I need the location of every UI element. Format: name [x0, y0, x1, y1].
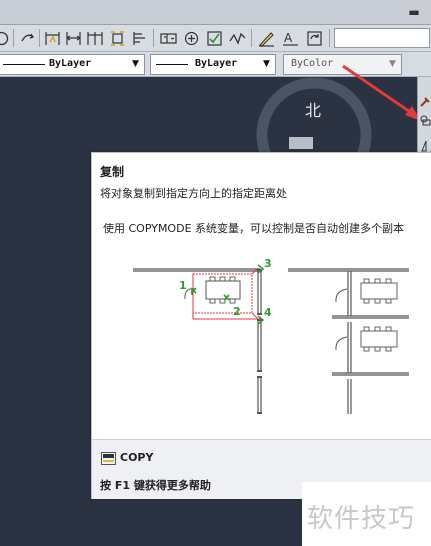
center-mark-icon[interactable] — [181, 28, 202, 49]
viewcube-north-label: 北 — [305, 101, 322, 120]
dimension-toolbar: A — [0, 25, 431, 52]
redo-arrow-icon[interactable] — [17, 28, 38, 49]
step-label-1: 1 — [179, 279, 187, 292]
linetype-select[interactable]: ByLayer ▼ — [0, 54, 145, 75]
tooltip-description: 使用 COPYMODE 系统变量，可以控制是否自动创建多个副本 — [103, 222, 405, 235]
dim-edit-icon[interactable] — [256, 28, 277, 49]
dim-ordinate-icon[interactable] — [107, 28, 128, 49]
step-label-3: 3 — [264, 257, 272, 270]
linetype-preview — [3, 64, 45, 65]
tooltip-subtitle: 将对象复制到指定方向上的指定距离处 — [100, 187, 287, 200]
lineweight-preview — [156, 64, 188, 65]
command-tooltip: 复制 将对象复制到指定方向上的指定距离处 使用 COPYMODE 系统变量，可以… — [91, 152, 431, 499]
f1-help-hint: 按 F1 键获得更多帮助 — [100, 479, 211, 492]
jogged-linear-icon[interactable] — [227, 28, 248, 49]
title-strip: ▬ — [0, 0, 431, 25]
command-icon — [101, 452, 116, 465]
tooltip-title: 复制 — [100, 165, 125, 179]
dim-text-edit-icon[interactable]: A — [280, 28, 301, 49]
dim-baseline-icon[interactable] — [129, 28, 150, 49]
command-name: COPY — [120, 451, 154, 464]
copy-tool-icon[interactable] — [418, 113, 431, 127]
step-label-2: 2 — [233, 305, 241, 318]
toolbar-separator — [251, 29, 252, 47]
svg-text:A: A — [284, 31, 293, 45]
plotstyle-select[interactable]: ByColor ▼ — [283, 54, 402, 75]
minimize-icon[interactable]: ▬ — [408, 5, 420, 19]
plotstyle-value: ByColor — [291, 58, 334, 69]
viewcube-compass[interactable] — [255, 77, 373, 185]
chevron-down-icon[interactable]: ▼ — [389, 59, 396, 69]
lineweight-select[interactable]: ByLayer ▼ — [150, 54, 276, 75]
linetype-value: ByLayer — [49, 58, 92, 69]
watermark: 软件技巧 — [302, 482, 431, 546]
toolbar-separator — [39, 29, 40, 47]
watermark-text: 软件技巧 — [307, 504, 416, 534]
chevron-down-icon[interactable]: ▼ — [132, 59, 139, 69]
tolerance-icon[interactable] — [158, 28, 179, 49]
circle-icon[interactable] — [0, 28, 12, 49]
dim-aligned-icon[interactable] — [63, 28, 84, 49]
mirror-tool-icon[interactable] — [418, 139, 431, 153]
step-label-4: 4 — [264, 306, 272, 319]
hammer-icon[interactable] — [418, 95, 431, 109]
copy-illustration: 1 2 3 4 — [133, 257, 409, 414]
toolbar-separator — [329, 29, 330, 47]
dim-update-icon[interactable] — [304, 28, 325, 49]
chevron-down-icon[interactable]: ▼ — [263, 59, 270, 69]
lineweight-value: ByLayer — [195, 58, 238, 69]
toolbar-separator — [13, 29, 14, 47]
dim-linear-icon[interactable] — [42, 28, 63, 49]
dim-style-combo[interactable] — [334, 28, 430, 48]
properties-toolbar: ByLayer ▼ ByLayer ▼ ByColor ▼ — [0, 52, 431, 77]
toolbar-separator — [153, 29, 154, 47]
dim-continue-icon[interactable] — [85, 28, 106, 49]
inspect-icon[interactable] — [204, 28, 225, 49]
